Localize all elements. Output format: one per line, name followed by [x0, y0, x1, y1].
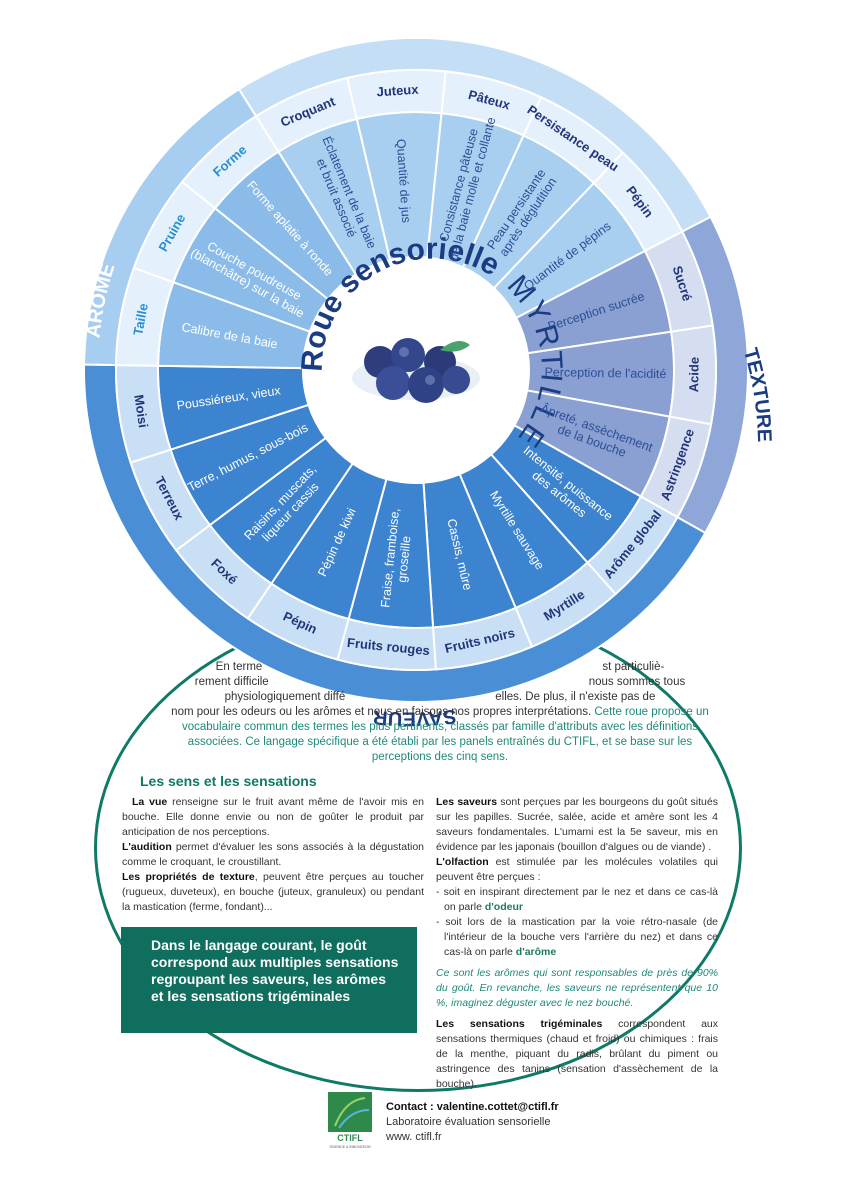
contact-label: Contact :	[386, 1101, 437, 1113]
segment-label-2: Taille	[130, 302, 151, 336]
intro-green-text: Cette roue propose un vocabulaire commun…	[181, 706, 709, 763]
intro-line1-end: st particuliè-	[602, 661, 665, 673]
highlight-text: Dans le langage courant, le goût corresp…	[151, 937, 399, 1004]
saveurs-heading: Les saveurs	[436, 796, 498, 808]
contact-email[interactable]: valentine.cottet@ctifl.fr	[436, 1101, 559, 1113]
odeur-word: d'odeur	[484, 901, 523, 913]
intro-line2: rement difficile	[194, 676, 269, 688]
intro-line1: En terme	[215, 661, 263, 673]
olfaction-heading: L'olfaction	[436, 856, 489, 868]
sensory-wheel: Roue sensorielle MYRTILLE ARÔME ASPECT T…	[82, 37, 775, 730]
intro-line3-end: elles. De plus, il n'existe pas de	[495, 691, 656, 703]
label-band-19	[129, 448, 212, 552]
segment-label-6: Juteux	[376, 82, 420, 100]
section-title: Les sens et les sensations	[140, 773, 317, 789]
saveurs-text: sont perçues par les bourgeons du goût s…	[436, 796, 718, 853]
contact-website[interactable]: www. ctifl.fr	[386, 1131, 442, 1143]
vue-text: renseigne sur le fruit avant même de l'a…	[122, 796, 425, 838]
intro-line4: nom pour les odeurs ou les arômes et nou…	[171, 706, 592, 718]
texture-text: , peuvent être perçues au toucher (rugue…	[122, 871, 424, 913]
contact-block: Contact : valentine.cottet@ctifl.fr Labo…	[386, 1100, 559, 1145]
segment-label-1: Moisi	[131, 394, 151, 429]
audition-heading: L'audition	[122, 841, 172, 853]
bullet1-text: - soit en inspirant directement par le n…	[436, 886, 718, 913]
intro-line3: physiologiquement diffé	[224, 691, 346, 703]
olfaction-text: est stimulée par les molécules volatiles…	[436, 856, 718, 883]
svg-text:SCIENCE & INNOVATION: SCIENCE & INNOVATION	[329, 1145, 371, 1149]
intro-line2-end: nous sommes tous	[588, 676, 686, 688]
vue-heading: La vue	[132, 796, 168, 808]
intro-paragraph: En terme st particuliè- rement difficile n…	[170, 660, 710, 765]
ctifl-logo: CTIFL SCIENCE & INNOVATION	[328, 1092, 372, 1149]
bullet2-text: - soit lors de la mastication par la voi…	[436, 916, 718, 958]
segment-desc-11: Perception de l'acidité	[544, 365, 666, 381]
wheel-segments	[83, 37, 749, 703]
trigeminal-heading: Les sensations trigéminales	[436, 1018, 603, 1030]
right-column: Les saveurs sont perçues par les bourgeo…	[436, 795, 718, 1092]
svg-text:CTIFL: CTIFL	[337, 1133, 363, 1143]
audition-text: permet d'évaluer les sons associés à la …	[122, 841, 424, 868]
contact-lab: Laboratoire évaluation sensorielle	[386, 1116, 551, 1128]
texture-heading: Les propriétés de texture	[122, 871, 255, 883]
arome-word: d'arôme	[515, 946, 557, 958]
aroma-stat-text: Ce sont les arômes qui sont responsables…	[436, 967, 718, 1009]
blueberry-image	[352, 338, 480, 403]
segment-label-11: Acide	[686, 357, 702, 393]
trigeminal-text: correspondent aux sensations thermiques …	[436, 1018, 718, 1090]
category-saveur: SAVEUR	[372, 704, 458, 729]
left-column: La vue renseigne sur le fruit avant même…	[122, 795, 424, 915]
highlight-box: Dans le langage courant, le goût corresp…	[121, 927, 417, 1033]
segment-desc-6: Quantité de jus	[394, 138, 414, 223]
